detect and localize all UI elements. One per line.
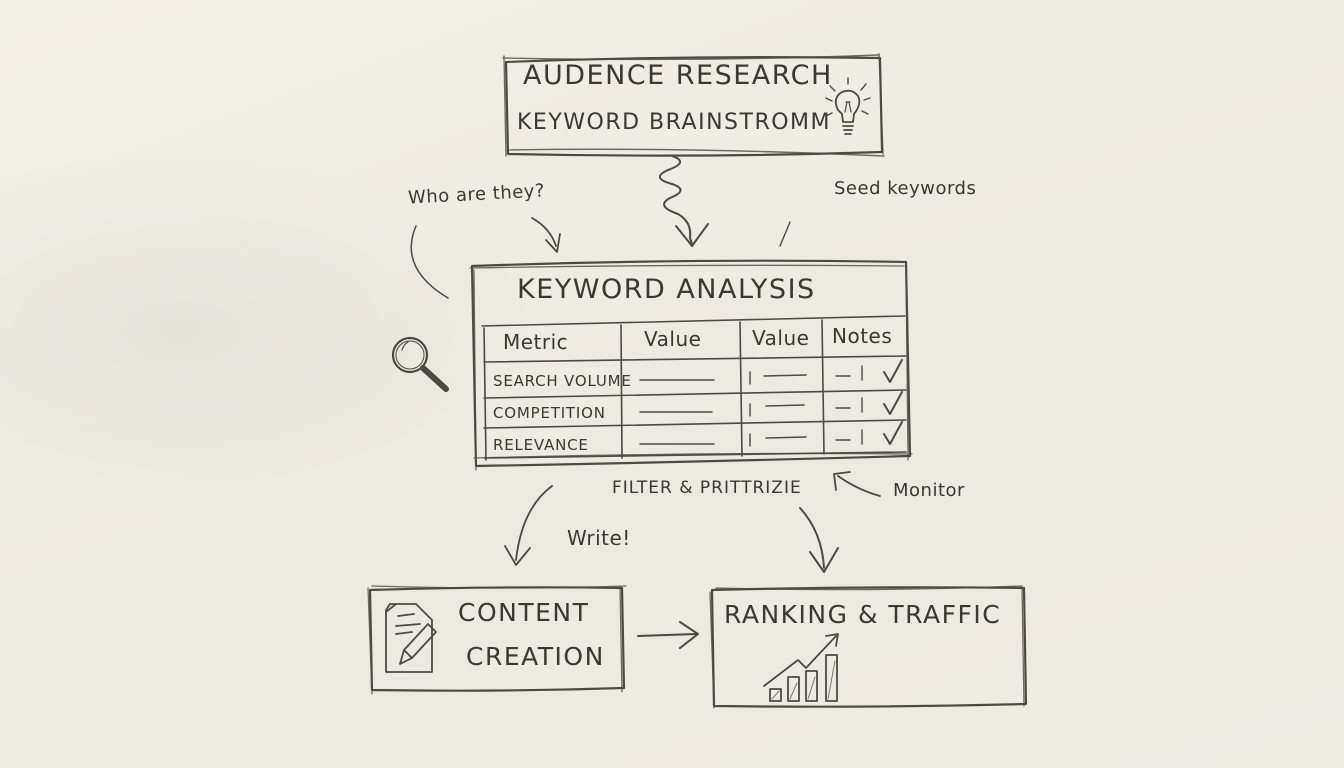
seed-keywords-note: Seed keywords: [834, 178, 977, 199]
audience-box-outline: [502, 53, 885, 157]
check-icons: [883, 359, 903, 445]
bar-chart-growth-icon: [763, 633, 839, 702]
keyword-analysis-title: KEYWORD ANALYSIS: [517, 274, 816, 305]
who-arrow: [531, 217, 557, 247]
keyword-analysis-box-outline: [469, 259, 913, 471]
squiggle-arrow: [659, 155, 693, 245]
column-header-value-2: Value: [752, 326, 810, 350]
creation-label: CREATION: [466, 642, 605, 671]
write-note: Write!: [567, 526, 631, 550]
keyword-brainstorm-label: KEYWORD BRAINSTROMM: [517, 110, 832, 135]
table-row-metric: SEARCH VOLUME: [493, 372, 632, 390]
monitor-note: Monitor: [893, 480, 965, 501]
ranking-traffic-label: RANKING & TRAFFIC: [724, 600, 1002, 629]
ranking-box-outline: [709, 585, 1028, 709]
ranking-arrow: [799, 507, 825, 569]
table-row-metric: COMPETITION: [493, 404, 606, 422]
column-header-notes: Notes: [832, 324, 893, 348]
audience-research-label: AUDENCE RESEARCH: [523, 60, 833, 91]
content-to-ranking-arrow: [637, 633, 697, 637]
filter-prioritize-label: FILTER & PRITTRIZIE: [612, 478, 802, 498]
value-placeholder-lines: [639, 365, 863, 447]
monitor-arrow: [837, 475, 881, 497]
document-pencil-icon: [385, 603, 437, 673]
content-creation-box-outline: [367, 585, 627, 695]
keyword-table-grid: [481, 315, 907, 461]
column-header-metric: Metric: [503, 330, 569, 354]
left-curve: [410, 225, 449, 299]
content-label: CONTENT: [458, 598, 590, 627]
lightbulb-icon: [825, 77, 871, 135]
table-row-metric: RELEVANCE: [493, 436, 589, 454]
column-header-value-1: Value: [644, 327, 702, 351]
write-arrow: [515, 485, 553, 561]
magnifying-glass-icon: [391, 336, 449, 392]
